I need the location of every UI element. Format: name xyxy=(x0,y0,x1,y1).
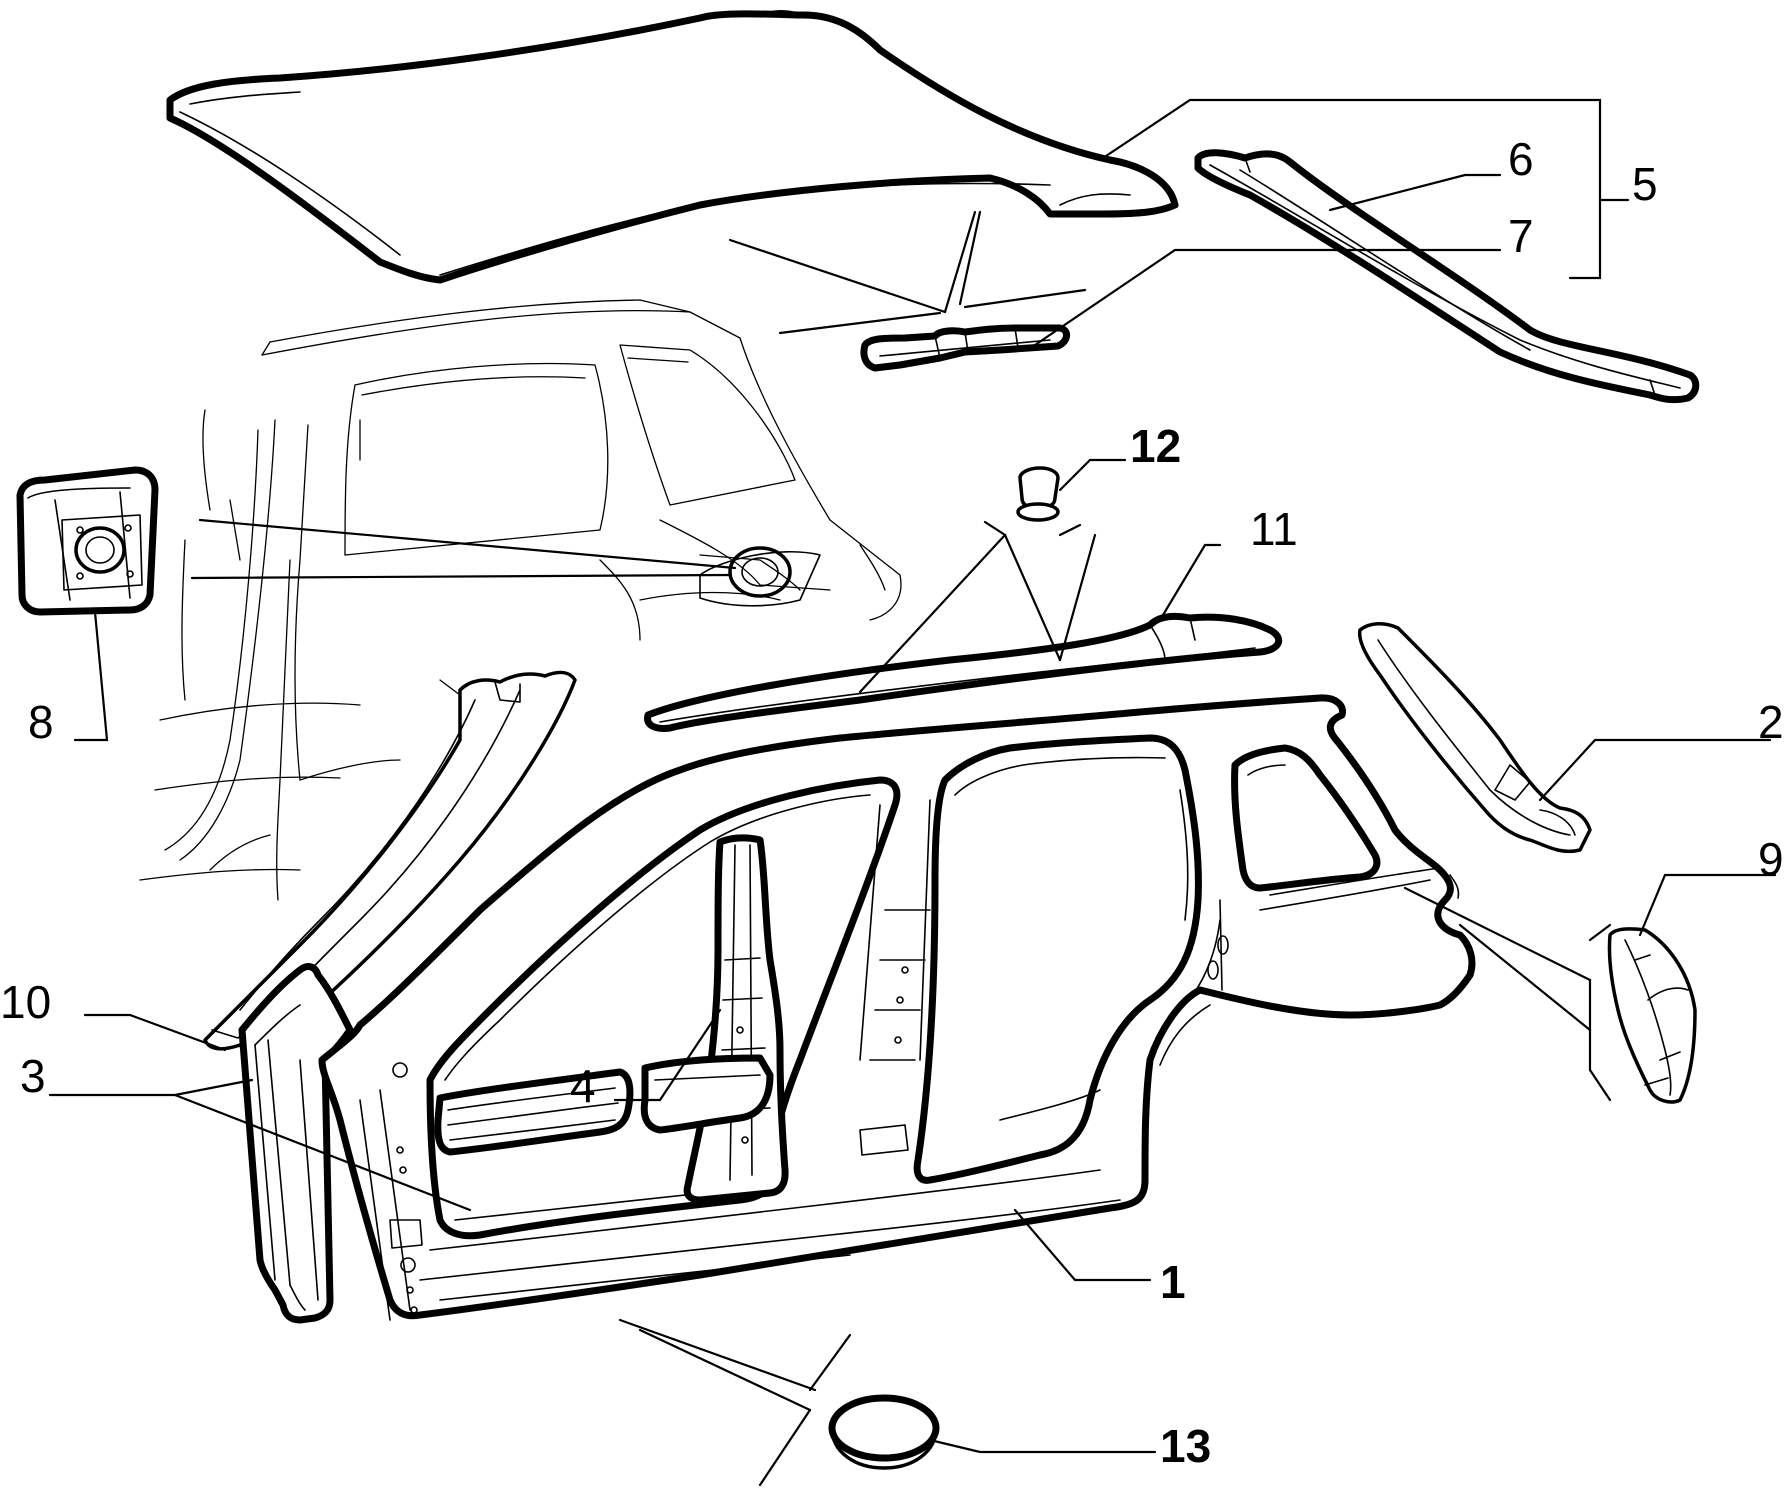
callout-7: 7 xyxy=(1508,210,1534,262)
roof-panel xyxy=(166,10,1179,284)
callout-9: 9 xyxy=(1758,833,1784,885)
b-pillar-inner xyxy=(434,834,789,1204)
roof-bracket xyxy=(860,324,1070,372)
roof-rail-strip xyxy=(1194,149,1700,404)
roof-side-rail xyxy=(644,612,1283,732)
callout-6: 6 xyxy=(1508,133,1534,185)
leader-lines xyxy=(48,98,1777,1487)
fuel-filler-housing xyxy=(16,466,159,616)
callout-11: 11 xyxy=(1250,503,1298,555)
body-side-panel xyxy=(318,694,1476,1321)
callout-5: 5 xyxy=(1632,158,1658,210)
callout-12: 12 xyxy=(1130,420,1181,472)
rear-corner-panel xyxy=(1607,927,1697,1104)
ghost-car-body xyxy=(139,299,902,901)
plug-fastener xyxy=(1016,466,1060,522)
callout-10: 10 xyxy=(0,976,51,1028)
grommet-cap xyxy=(828,1394,940,1470)
callout-13: 13 xyxy=(1160,1420,1211,1472)
callout-labels: 1 2 3 4 5 6 7 8 9 10 11 12 13 xyxy=(0,133,1784,1472)
callout-3: 3 xyxy=(20,1050,46,1102)
callout-2: 2 xyxy=(1758,696,1784,748)
fuel-door-location xyxy=(699,546,821,607)
callout-8: 8 xyxy=(28,696,54,748)
callout-1: 1 xyxy=(1160,1256,1186,1308)
c-pillar-trim xyxy=(1357,622,1592,853)
callout-4: 4 xyxy=(570,1060,596,1112)
